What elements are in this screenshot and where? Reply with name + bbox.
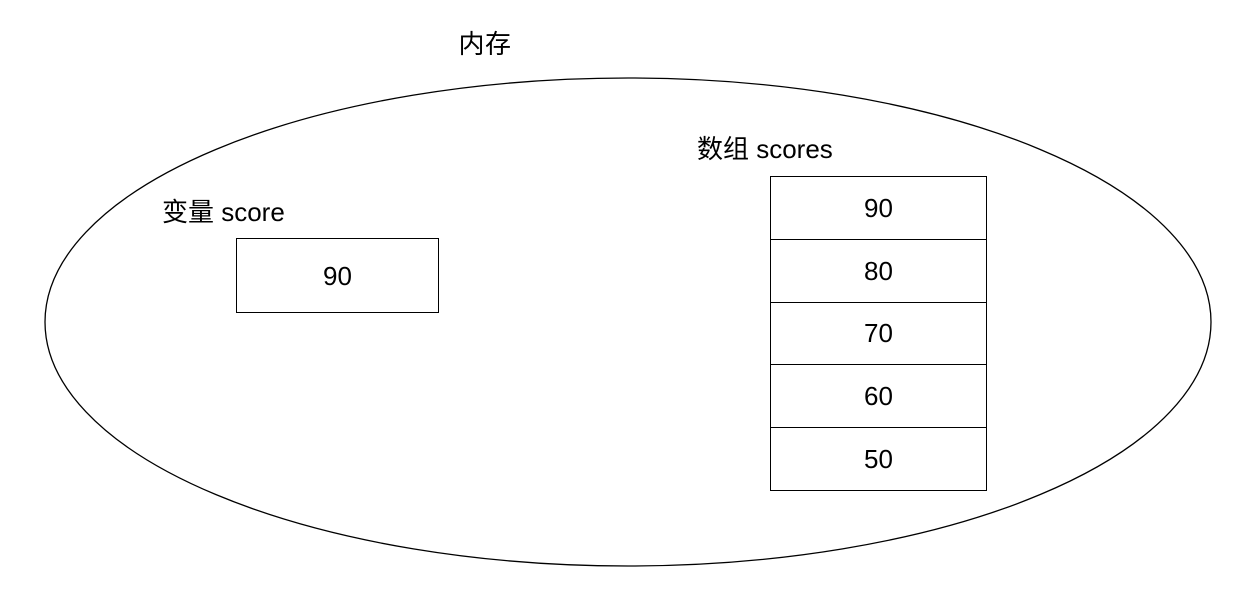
- memory-ellipse-shape: [44, 77, 1212, 567]
- array-cell: 50: [771, 428, 986, 490]
- array-cell-value: 80: [864, 255, 893, 286]
- array-cell: 70: [771, 303, 986, 366]
- variable-label: 变量 score: [162, 197, 285, 227]
- array-cell: 90: [771, 177, 986, 240]
- array-label: 数组 scores: [697, 134, 833, 164]
- array-box: 90 80 70 60 50: [770, 176, 987, 491]
- variable-box: 90: [236, 238, 439, 313]
- array-cell-value: 70: [864, 318, 893, 349]
- array-cell-value: 50: [864, 444, 893, 475]
- variable-value: 90: [323, 260, 352, 291]
- array-cell: 60: [771, 365, 986, 429]
- array-cell: 80: [771, 240, 986, 303]
- page-title: 内存: [458, 29, 512, 59]
- array-cell-value: 60: [864, 381, 893, 412]
- array-cell-value: 90: [864, 192, 893, 223]
